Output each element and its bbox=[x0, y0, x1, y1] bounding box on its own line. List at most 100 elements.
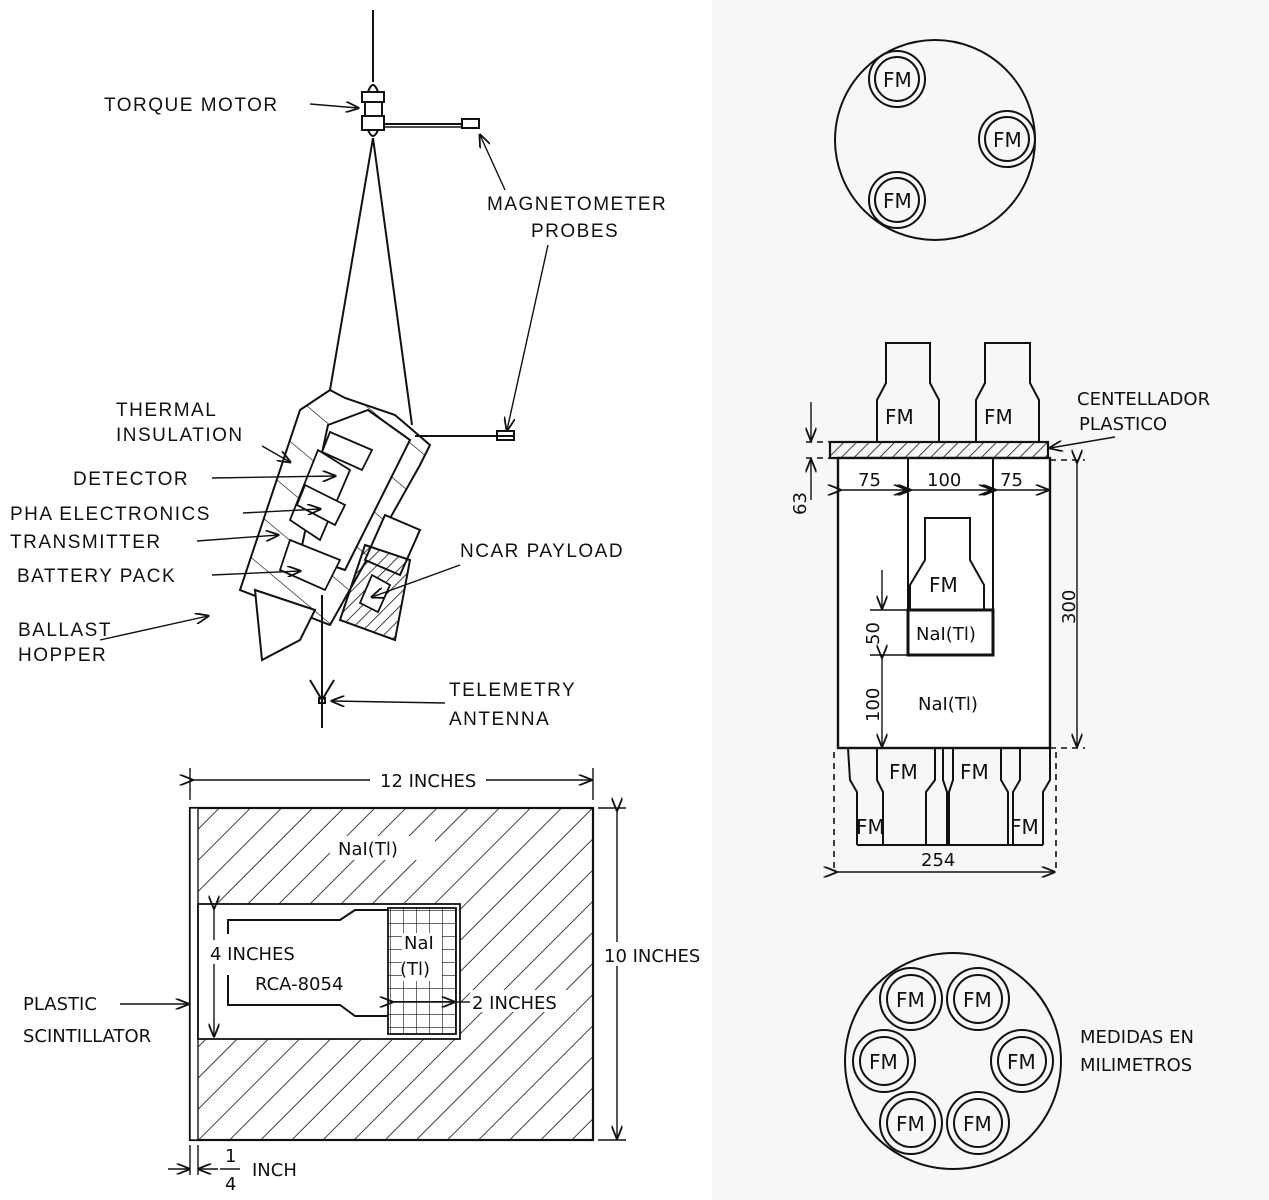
dim-75-right: 75 bbox=[1000, 470, 1023, 491]
top-view-three-tubes: FM FM FM bbox=[834, 39, 1036, 241]
pmt-outline-top bbox=[227, 909, 388, 934]
ballast-hopper bbox=[253, 588, 317, 662]
fm-label: FM bbox=[869, 1050, 898, 1074]
thermal-label-1: THERMAL bbox=[116, 400, 217, 421]
fm-label: FM bbox=[883, 68, 912, 92]
detector-arrow bbox=[211, 476, 335, 478]
height-label: 10 INCHES bbox=[604, 946, 700, 967]
detector-cross-section: 12 INCHES NaI(Tl) 4 INCHES RCA-8054 NaI … bbox=[23, 768, 708, 1195]
transmitter-label: TRANSMITTER bbox=[10, 532, 162, 553]
quarter-denominator: 4 bbox=[225, 1174, 236, 1195]
dim-254-label: 254 bbox=[921, 850, 955, 871]
crystal-label: NaI(Tl) bbox=[338, 839, 398, 860]
units-note-2: MILIMETROS bbox=[1080, 1055, 1192, 1076]
rigging-line-right bbox=[372, 137, 413, 426]
telemetry-arrow bbox=[332, 701, 446, 703]
balloon-payload-diagram: TORQUE MOTOR MAGNETOMETER PROBES THERMAL… bbox=[10, 10, 667, 730]
centellador-arrow bbox=[1050, 436, 1116, 448]
inner-crystal-label-1: NaI bbox=[404, 933, 434, 954]
transmitter-arrow bbox=[196, 535, 278, 542]
antenna-icon bbox=[309, 679, 335, 702]
inner-fm-tube bbox=[909, 517, 985, 610]
side-view-detector: FM FM CENTELLADOR PLASTICO 63 75 100 75 … bbox=[790, 342, 1210, 872]
fm-label: FM bbox=[963, 1112, 992, 1136]
torque-motor-label: TORQUE MOTOR bbox=[104, 95, 279, 116]
fm-label: FM bbox=[856, 815, 885, 839]
quarter-unit: INCH bbox=[252, 1160, 297, 1181]
centellador-label-1: CENTELLADOR bbox=[1077, 389, 1210, 410]
bottom-fm-tubes: FM FM FM FM bbox=[847, 747, 1051, 846]
pmt-outline-bottom bbox=[227, 975, 388, 1017]
quarter-numerator: 1 bbox=[225, 1146, 236, 1167]
fm-tube: FM bbox=[879, 1091, 943, 1155]
fm-label: FM bbox=[960, 760, 989, 784]
width-label: 12 INCHES bbox=[380, 771, 476, 792]
torque-motor bbox=[361, 84, 385, 137]
dim-63-label: 63 bbox=[790, 492, 811, 515]
magnetometer-label-2: PROBES bbox=[531, 221, 619, 242]
detector-label: DETECTOR bbox=[73, 469, 189, 490]
fm-label: FM bbox=[963, 988, 992, 1012]
inner-crystal-label: NaI(Tl) bbox=[916, 624, 976, 645]
battery-arrow bbox=[211, 571, 300, 575]
top-view-six-tubes: FM FM FM FM FM FM MEDIDAS EN MILIMETROS bbox=[844, 952, 1194, 1170]
magnetometer-boom-upper bbox=[384, 118, 480, 129]
outer-crystal-label: NaI(Tl) bbox=[918, 694, 978, 715]
fm-label: FM bbox=[889, 760, 918, 784]
pha-label: PHA ELECTRONICS bbox=[10, 504, 211, 525]
fm-tube: FM bbox=[978, 110, 1036, 168]
fm-tube: FM bbox=[946, 1091, 1010, 1155]
housing-circle bbox=[844, 952, 1062, 1170]
plastic-scintillator-layer bbox=[189, 807, 199, 1141]
fm-tube: FM bbox=[868, 50, 926, 108]
thermal-label-2: INSULATION bbox=[116, 425, 244, 446]
nai-inner-crystal-side bbox=[906, 608, 995, 657]
telemetry-label-2: ANTENNA bbox=[449, 709, 550, 730]
top-fm-tube-left bbox=[876, 342, 940, 442]
rigging-line-left bbox=[329, 137, 374, 391]
top-fm-tube-right bbox=[975, 342, 1040, 442]
fm-tube: FM bbox=[990, 1029, 1054, 1093]
plastic-label-2: SCINTILLATOR bbox=[23, 1026, 151, 1047]
torque-motor-arrow bbox=[309, 104, 358, 108]
pmt-label: RCA-8054 bbox=[255, 974, 343, 995]
ballast-label-2: HOPPER bbox=[18, 645, 107, 666]
fm-label: FM bbox=[885, 405, 914, 429]
dim-75-left: 75 bbox=[858, 470, 881, 491]
fm-label: FM bbox=[993, 128, 1022, 152]
telemetry-label-1: TELEMETRY bbox=[449, 680, 576, 701]
fm-tube: FM bbox=[852, 1029, 916, 1093]
inner-width-label: 2 INCHES bbox=[472, 993, 557, 1014]
fm-tube: FM bbox=[868, 171, 926, 229]
pha-arrow bbox=[242, 509, 320, 513]
fm-tube: FM bbox=[946, 967, 1010, 1031]
magnetometer-arrow-lower bbox=[507, 244, 549, 430]
magnetometer-label-1: MAGNETOMETER bbox=[487, 194, 667, 215]
magnetometer-arrow-upper bbox=[480, 135, 506, 191]
centellador-label-2: PLASTICO bbox=[1079, 414, 1167, 435]
nai-main-crystal bbox=[836, 456, 1052, 750]
plastic-scintillator-plate bbox=[828, 440, 1050, 460]
fm-label: FM bbox=[1010, 815, 1039, 839]
inner-height-label: 4 INCHES bbox=[210, 944, 295, 965]
fm-label: FM bbox=[883, 189, 912, 213]
dim-100-center: 100 bbox=[927, 470, 961, 491]
fm-label: FM bbox=[929, 573, 958, 597]
units-note-1: MEDIDAS EN bbox=[1080, 1027, 1194, 1048]
fm-label: FM bbox=[896, 1112, 925, 1136]
ballast-label-1: BALLAST bbox=[18, 620, 112, 641]
ballast-arrow bbox=[99, 616, 208, 641]
dim-50-label: 50 bbox=[863, 622, 884, 645]
dim-100b-label: 100 bbox=[863, 688, 884, 722]
thermal-arrow bbox=[261, 445, 290, 462]
plastic-label-1: PLASTIC bbox=[23, 994, 97, 1015]
inner-crystal-label-2: (Tl) bbox=[400, 959, 430, 980]
fm-tube: FM bbox=[879, 967, 943, 1031]
fm-label: FM bbox=[984, 405, 1013, 429]
ncar-label: NCAR PAYLOAD bbox=[460, 541, 624, 562]
payload-housing bbox=[238, 388, 515, 662]
fm-label: FM bbox=[896, 988, 925, 1012]
dim-300-label: 300 bbox=[1059, 590, 1080, 624]
fm-label: FM bbox=[1007, 1050, 1036, 1074]
